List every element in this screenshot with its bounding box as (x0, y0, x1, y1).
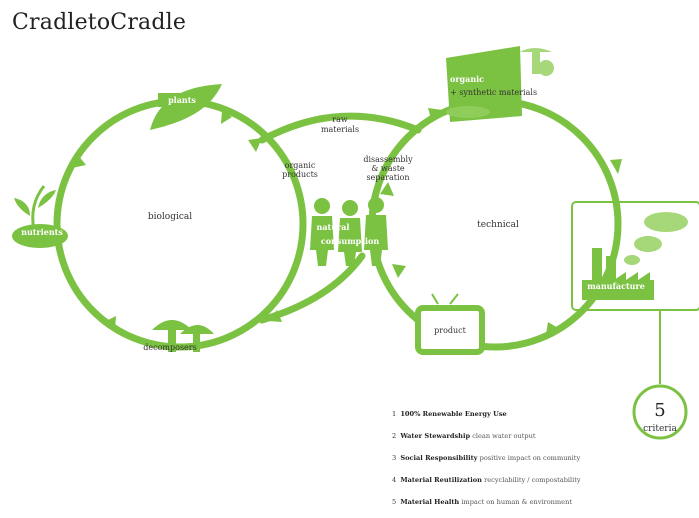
criteria-title: Water Stewardship (400, 432, 471, 440)
people-icon (310, 197, 388, 266)
manufacture-label: manufacture (587, 281, 645, 291)
cloud-icon (624, 212, 688, 265)
arrow-icon (104, 316, 116, 330)
tv-icon (415, 293, 485, 355)
organic-products-label-line1: organic (285, 161, 316, 170)
arrow-icon (221, 110, 232, 124)
plants-label: plants (168, 95, 196, 105)
list-item: 3 Social Responsibility positive impact … (392, 452, 697, 474)
criteria-badge (632, 384, 688, 440)
criteria-number: 5 (392, 498, 397, 506)
natural-consumption-label-line1: natural (317, 222, 350, 232)
criteria-badge-number: 5 (654, 400, 665, 421)
arrow-icon (268, 310, 282, 322)
criteria-number: 1 (392, 410, 397, 418)
criteria-description: impact on human & environment (461, 498, 572, 506)
raw-materials-flow-arc (258, 112, 422, 144)
arrow-icon (428, 108, 442, 122)
criteria-list: 1 100% Renewable Energy Use 2 Water Stew… (392, 408, 697, 518)
criteria-number: 4 (392, 476, 397, 484)
flow-arrows (72, 108, 622, 334)
page-title: CradletoCradle (12, 10, 187, 35)
raw-materials-label-line2: materials (321, 125, 359, 134)
criteria-number: 2 (392, 432, 397, 440)
criteria-number: 3 (392, 454, 397, 462)
criteria-description: recyclability / compostability (484, 476, 581, 484)
list-item: 2 Water Stewardship clean water output (392, 430, 697, 452)
mushroom-icon (152, 320, 214, 352)
organic-products-label-line2: products (282, 170, 318, 179)
criteria-badge-label: criteria (643, 424, 677, 434)
sprinkler-icon (520, 48, 554, 76)
materials-label-line2: + synthetic materials (450, 88, 537, 97)
disassembly-label-line3: separation (366, 173, 409, 182)
criteria-description: clean water output (472, 432, 536, 440)
list-item: 4 Material Reutilization recyclability /… (392, 474, 697, 496)
materials-label-line1: organic (450, 74, 484, 84)
raw-materials-label-line1: raw (332, 115, 348, 124)
product-label: product (434, 326, 467, 335)
factory-icon (582, 248, 654, 300)
criteria-title: Material Reutilization (400, 476, 482, 484)
criteria-title: Social Responsibility (400, 454, 478, 462)
arrow-icon (546, 322, 558, 334)
arrow-icon (610, 159, 622, 174)
manufacture-frame (571, 201, 699, 311)
arrow-icon (72, 155, 86, 168)
criteria-title: Material Health (400, 498, 460, 506)
list-item: 5 Material Health impact on human & envi… (392, 496, 697, 518)
criteria-description: positive impact on community (479, 454, 581, 462)
natural-consumption-label-line2: consumption (321, 236, 379, 246)
disassembly-label-line1: disassembly (363, 155, 413, 164)
arrow-icon (248, 138, 262, 152)
nutrients-label: nutrients (21, 227, 63, 237)
technical-cycle-label: technical (477, 220, 519, 230)
disassembly-label-line2: & waste (371, 164, 405, 173)
list-item: 1 100% Renewable Energy Use (392, 408, 697, 430)
plants-label-bg (158, 93, 206, 107)
sprout-icon (12, 185, 68, 248)
arrow-icon (392, 264, 406, 278)
materials-stack-icon (446, 46, 522, 122)
criteria-title: 100% Renewable Energy Use (400, 410, 507, 418)
decomposers-label: decomposers (143, 343, 196, 352)
biological-cycle-label: biological (148, 212, 192, 222)
arrow-icon (380, 182, 394, 196)
